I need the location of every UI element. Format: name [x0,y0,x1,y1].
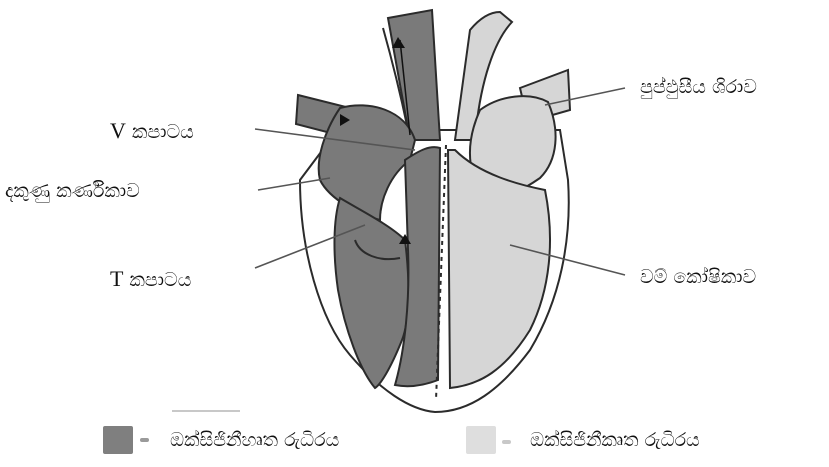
legend-swatch-oxygenated [466,426,496,454]
left-ventricle-chamber [448,150,550,388]
label-right-atrium: දකුණු කර්ණිකාව [5,180,140,202]
legend-label-deoxygenated: ඔක්සිජිනීහෘත රුධිරය [170,429,339,451]
label-left-ventricle: වම් කෝෂිකාව [640,266,756,288]
legend-dash-deoxygenated [140,438,149,442]
t-letter: T [110,266,123,291]
label-v-valve: V කපාටය [110,120,194,143]
label-pulmonary-vein: පුප්ඵුසීය ශිරාව [640,76,757,98]
right-atrium-chamber [319,105,415,220]
label-t-valve: T කපාටය [110,268,191,291]
leader-right-atrium [258,178,330,190]
right-ventricle-chamber [334,198,408,388]
t-valve-text: කපාටය [130,269,192,291]
legend-dash-oxygenated [502,440,511,444]
legend-swatch-deoxygenated [103,426,133,454]
v-valve-text: කපාටය [132,121,194,143]
legend-label-oxygenated: ඔක්සිජිනීකෘත රුධිරය [530,429,700,451]
v-letter: V [110,118,126,143]
